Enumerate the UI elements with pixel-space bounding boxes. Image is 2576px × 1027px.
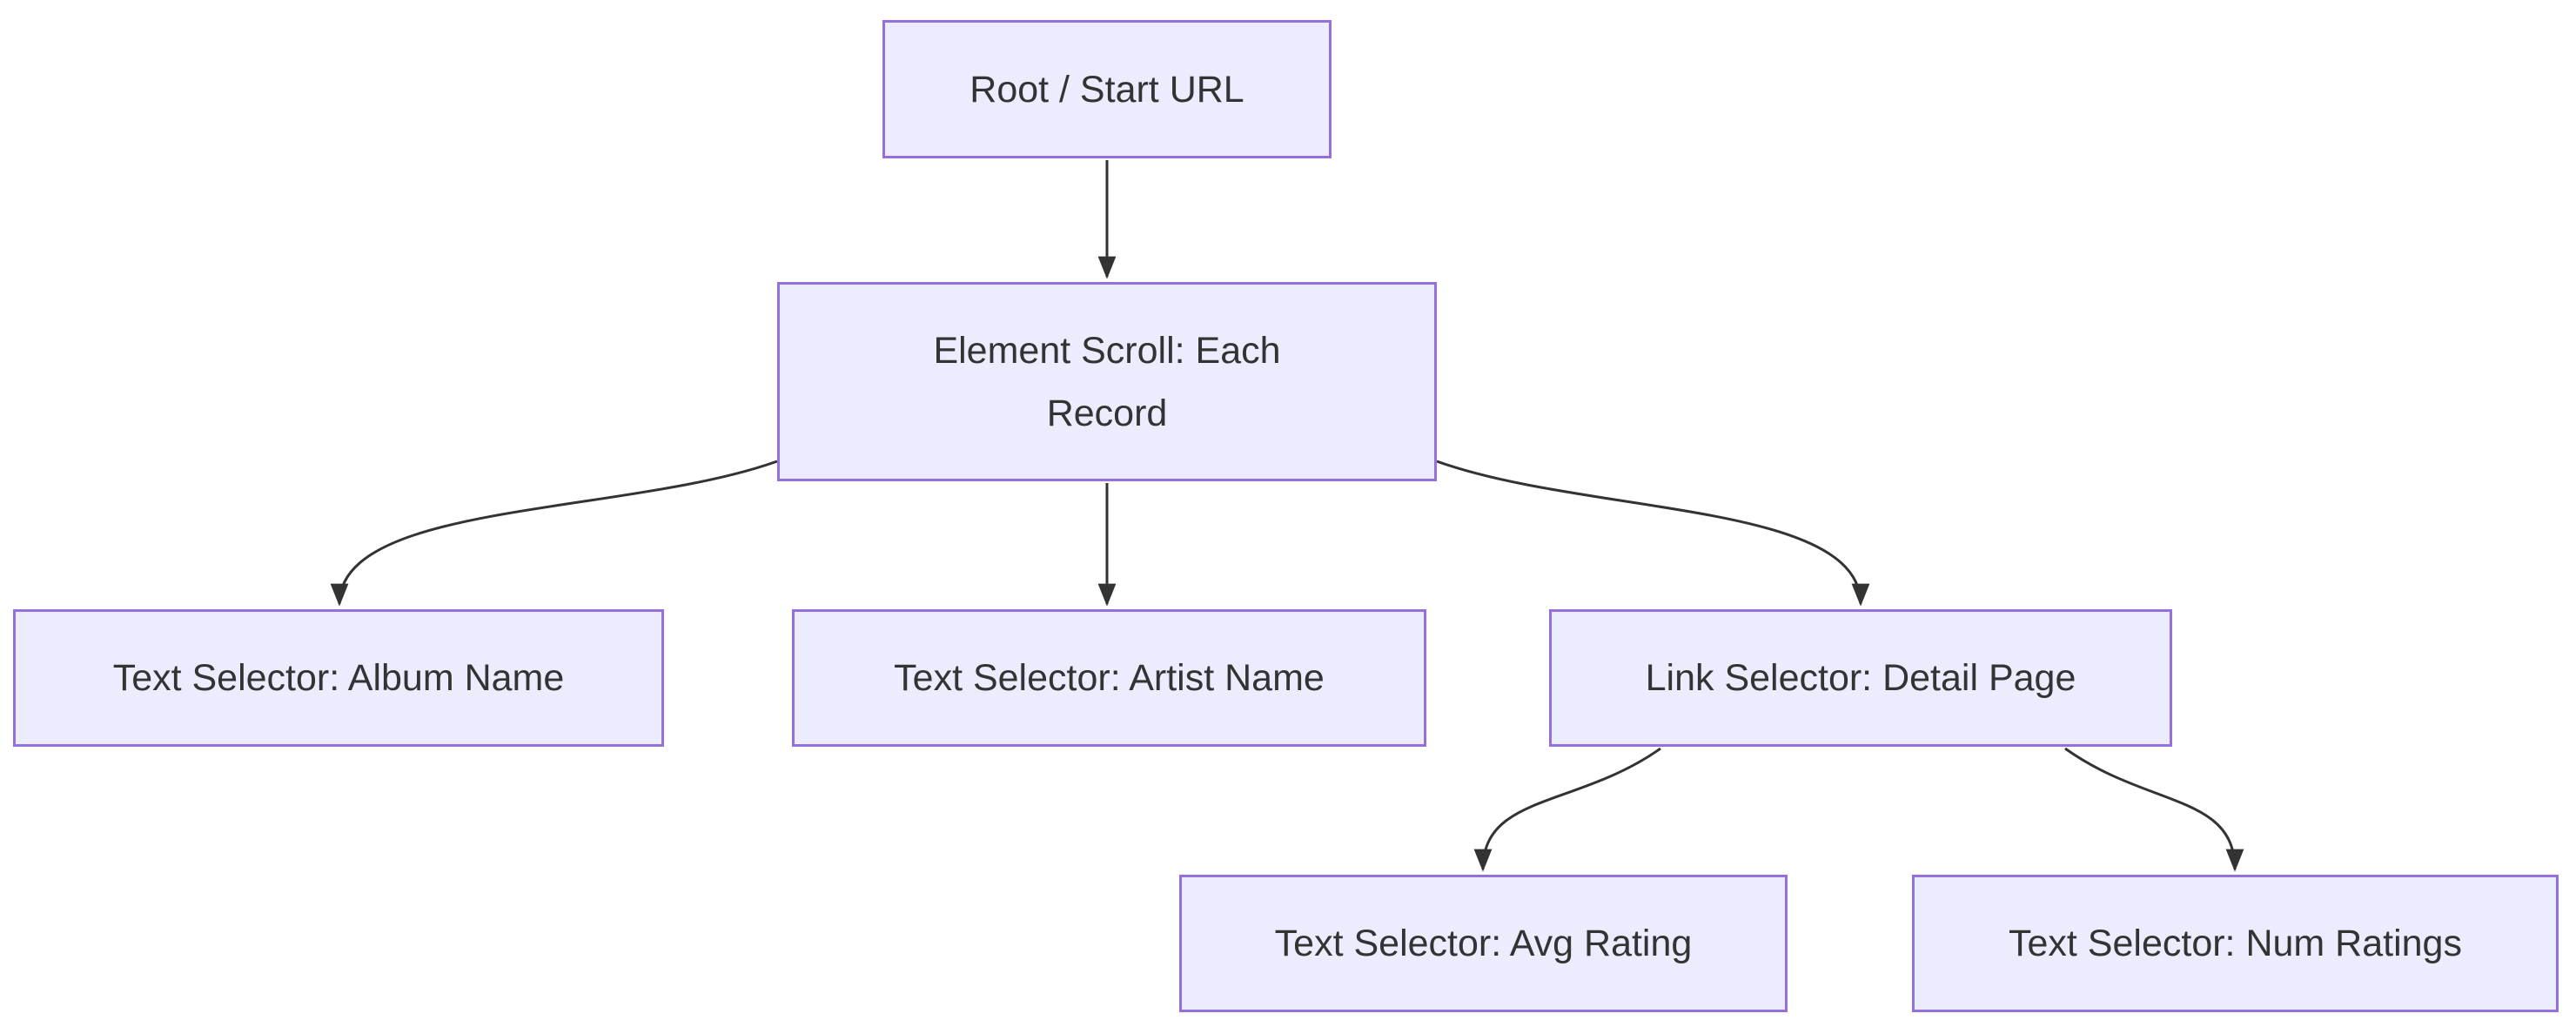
node-label: Text Selector: Num Ratings bbox=[2009, 923, 2462, 964]
node-text-selector-num-ratings: Text Selector: Num Ratings bbox=[1912, 875, 2559, 1012]
edge-detail-to-num bbox=[2064, 747, 2244, 872]
node-label: Text Selector: Avg Rating bbox=[1274, 923, 1693, 964]
node-text-selector-album-name: Text Selector: Album Name bbox=[13, 609, 664, 747]
edge-scroll-to-album bbox=[330, 460, 778, 607]
node-label-line-2: Record bbox=[1046, 392, 1168, 434]
node-text-selector-avg-rating: Text Selector: Avg Rating bbox=[1179, 875, 1788, 1012]
node-label: Text Selector: Album Name bbox=[112, 657, 565, 699]
node-label: Root / Start URL bbox=[969, 68, 1244, 111]
node-label: Link Selector: Detail Page bbox=[1645, 657, 2076, 699]
node-label: Text Selector: Artist Name bbox=[894, 657, 1325, 699]
node-root-start-url: Root / Start URL bbox=[882, 20, 1332, 158]
edge-detail-to-avg bbox=[1473, 747, 1661, 872]
node-link-selector-detail-page: Link Selector: Detail Page bbox=[1549, 609, 2172, 747]
node-text-selector-artist-name: Text Selector: Artist Name bbox=[792, 609, 1426, 747]
edge-scroll-to-detail bbox=[1436, 460, 1870, 607]
node-element-scroll-each-record: Element Scroll: Each Record bbox=[777, 282, 1437, 481]
node-label: Element Scroll: Each bbox=[933, 329, 1281, 372]
